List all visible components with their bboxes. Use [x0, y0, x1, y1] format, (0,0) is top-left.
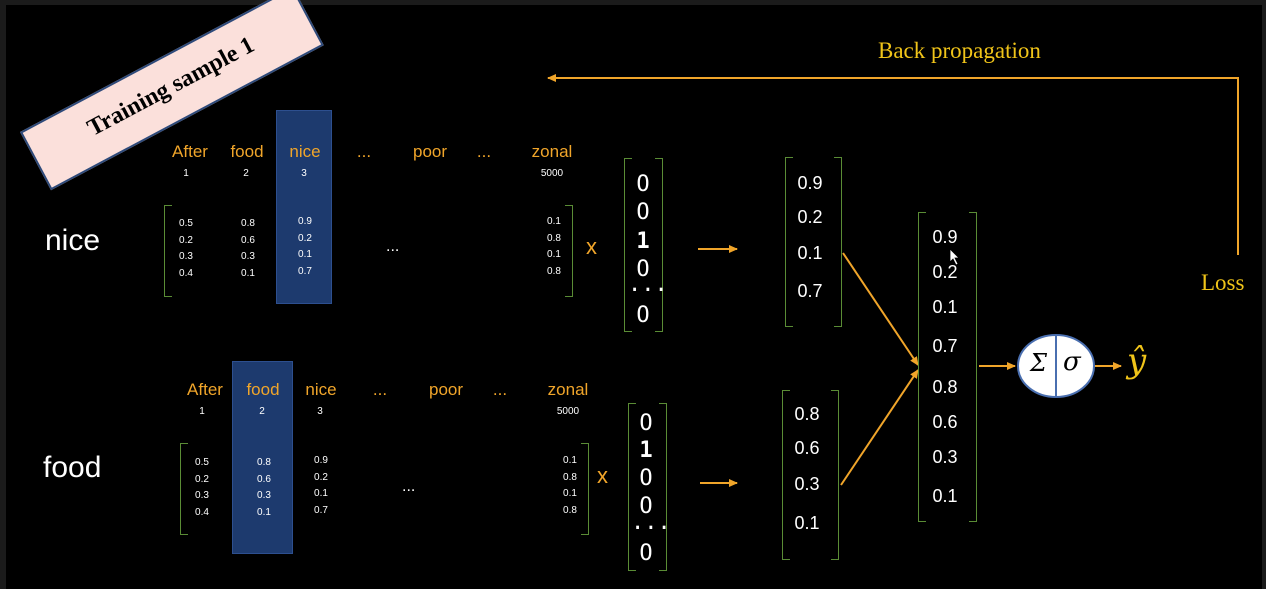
bottom-header-ellipsis-1: ... — [372, 380, 388, 399]
bottom-matrix-bracket-left — [180, 443, 188, 535]
top-embedding-bracket-left — [785, 157, 793, 327]
top-header-ellipsis-2: ... — [476, 142, 492, 161]
bottom-onehot-bracket-left — [628, 403, 636, 571]
bottom-embedding-0: 0.8 — [794, 404, 820, 424]
top-matrix-ellipsis: ... — [386, 238, 400, 255]
bottom-embedding-1: 0.6 — [794, 438, 820, 458]
top-header-nice: nice — [289, 142, 321, 161]
bottom-onehot-3: O — [639, 494, 653, 519]
bottom-embedding-bracket-right — [831, 390, 839, 560]
top-word-nice: nice — [45, 224, 101, 257]
top-onehot-0: O — [636, 172, 650, 197]
backprop-arrow — [547, 74, 1239, 255]
top-nice-column-highlight — [276, 110, 332, 304]
combined-0: 0.9 — [932, 227, 958, 247]
bottom-onehot-0: O — [639, 411, 653, 436]
top-header-ellipsis-1: ... — [356, 142, 372, 161]
top-header-zonal: zonal — [531, 142, 573, 161]
top-onehot-5: O — [636, 303, 650, 328]
top-onehot-3: O — [636, 257, 650, 282]
top-header-poor: poor — [412, 142, 448, 161]
bottom-header-zonal: zonal — [547, 380, 589, 399]
combined-6: 0.3 — [932, 447, 958, 467]
top-embedding-bracket-right — [834, 157, 842, 327]
top-merge-arrow — [842, 252, 919, 366]
combined-bracket-right — [969, 212, 977, 522]
top-multiply-sign: x — [586, 234, 597, 259]
bottom-onehot-4: ... — [631, 510, 671, 535]
top-onehot-2: 1 — [636, 229, 650, 254]
top-embedding-0: 0.9 — [797, 173, 823, 193]
combined-3: 0.7 — [932, 336, 958, 356]
yhat-output: ŷ — [1127, 341, 1147, 381]
combined-1: 0.2 — [932, 262, 958, 282]
top-index-5000: 5000 — [540, 168, 564, 179]
top-header-food: food — [230, 142, 264, 161]
top-embedding-2: 0.1 — [797, 243, 823, 263]
bottom-multiply-sign: x — [597, 463, 608, 488]
top-onehot-bracket-left — [624, 158, 632, 332]
bottom-index-5000: 5000 — [556, 406, 580, 417]
bottom-word-food: food — [43, 451, 102, 484]
combined-4: 0.8 — [932, 377, 958, 397]
top-embedding-3: 0.7 — [797, 281, 823, 301]
bottom-food-column-highlight — [232, 361, 293, 554]
bottom-index-3: 3 — [317, 406, 323, 417]
top-onehot-bracket-right — [655, 158, 663, 332]
bottom-header-poor: poor — [428, 380, 464, 399]
bottom-embedding-bracket-left — [782, 390, 790, 560]
bottom-embedding-2: 0.3 — [794, 474, 820, 494]
top-embedding-1: 0.2 — [797, 207, 823, 227]
bottom-index-1: 1 — [199, 406, 205, 417]
sum-symbol: Σ — [1030, 349, 1047, 377]
bottom-header-nice: nice — [305, 380, 337, 399]
bottom-onehot-bracket-right — [659, 403, 667, 571]
bottom-matrix-ellipsis: ... — [402, 478, 416, 495]
bottom-onehot-5: O — [639, 541, 653, 566]
top-matrix-bracket-left — [164, 205, 172, 297]
top-onehot-4: ... — [628, 272, 668, 297]
bottom-merge-arrow — [840, 369, 919, 486]
top-header-after: After — [172, 142, 208, 161]
combined-2: 0.1 — [932, 297, 958, 317]
combined-7: 0.1 — [932, 486, 958, 506]
bottom-onehot-2: O — [639, 466, 653, 491]
backprop-label: Back propagation — [878, 38, 1041, 63]
top-index-3: 3 — [301, 168, 307, 179]
top-index-2: 2 — [243, 168, 249, 179]
top-onehot-1: O — [636, 200, 650, 225]
sigmoid-symbol: σ — [1063, 347, 1081, 377]
top-index-1: 1 — [183, 168, 189, 179]
combined-5: 0.6 — [932, 412, 958, 432]
bottom-matrix-bracket-right — [581, 443, 589, 535]
bottom-embedding-3: 0.1 — [794, 513, 820, 533]
top-matrix-bracket-right — [565, 205, 573, 297]
bottom-onehot-1: 1 — [639, 438, 653, 463]
bottom-header-food: food — [246, 380, 280, 399]
combined-bracket-left — [918, 212, 926, 522]
bottom-header-ellipsis-2: ... — [492, 380, 508, 399]
bottom-index-2: 2 — [259, 406, 265, 417]
bottom-header-after: After — [187, 380, 223, 399]
loss-label: Loss — [1201, 270, 1245, 295]
